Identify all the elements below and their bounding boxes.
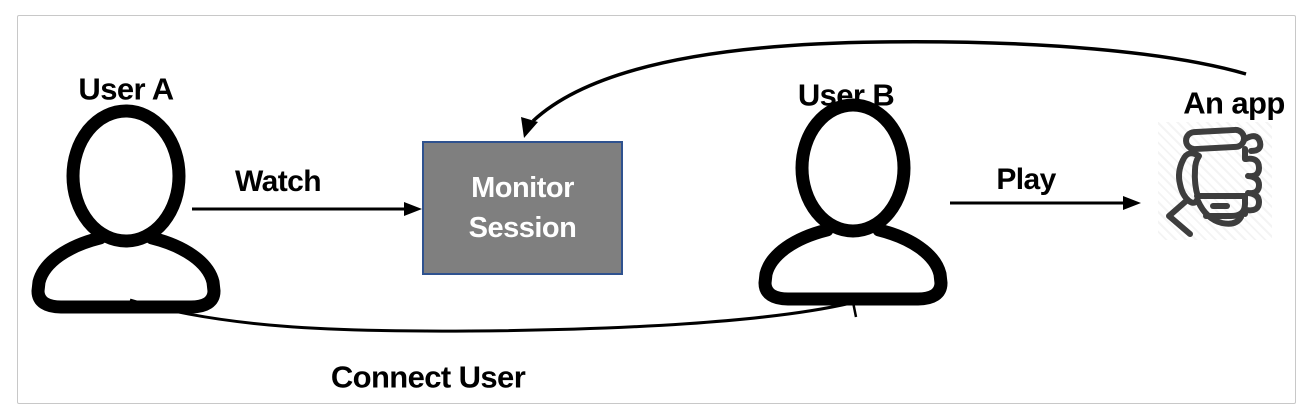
an-app-label: An app <box>1183 85 1285 121</box>
user-a-label: User A <box>78 71 174 107</box>
user-icon <box>758 98 948 306</box>
wrist <box>1166 199 1193 237</box>
monitor-session-label-line1: Monitor <box>471 172 574 204</box>
app-to-monitor-arrow <box>521 40 1247 138</box>
user-icon <box>31 104 221 314</box>
watch-arrow <box>192 202 422 216</box>
play-arrow <box>950 196 1141 210</box>
monitor-session-node: Monitor Session <box>422 141 623 275</box>
user-head <box>66 104 186 248</box>
connect-user-edge-label: Connect User <box>330 359 526 395</box>
palm-curve <box>1195 198 1244 227</box>
hand-holding-phone-icon <box>1166 126 1264 237</box>
monitor-session-label-line2: Session <box>468 212 577 244</box>
watch-edge-label: Watch <box>235 165 321 198</box>
user-shoulders <box>31 231 221 314</box>
diagram-frame <box>17 15 1296 404</box>
pinky-finger <box>1242 133 1264 154</box>
connect-user-arrow <box>129 298 858 333</box>
thumb <box>1176 150 1202 206</box>
user-b-label: User B <box>797 77 895 113</box>
user-head <box>795 98 911 238</box>
play-edge-label: Play <box>996 163 1056 196</box>
phone-tray <box>1194 193 1248 219</box>
user-shoulders <box>758 223 948 306</box>
knuckles <box>1243 155 1262 214</box>
